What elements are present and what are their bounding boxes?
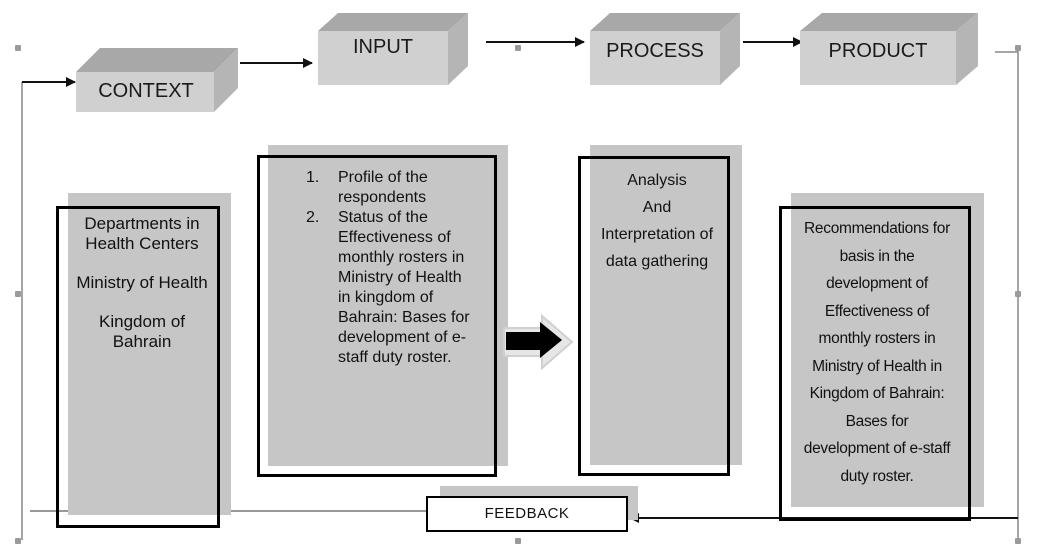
context-line-5: Bahrain xyxy=(112,332,172,351)
process-text: Analysis And Interpretation of data gath… xyxy=(582,167,732,275)
process-panel-shadow xyxy=(590,145,742,465)
hollow-arrow-icon xyxy=(503,313,574,371)
handle-bottom-right xyxy=(1015,538,1021,544)
product-line-7: Kingdom of Bahrain: xyxy=(809,385,945,402)
input-item-2-line-7: development of e- xyxy=(338,329,467,346)
product-line-10: duty roster. xyxy=(840,467,914,485)
input-item-2-line-3: monthly rosters in xyxy=(338,249,465,266)
process-line-3: Interpretation of xyxy=(600,226,714,243)
context-line-4: Kingdom of xyxy=(99,312,185,331)
input-list: 1. Profile of the respondents 2. Status … xyxy=(306,168,496,368)
handle-mid-left xyxy=(15,291,21,297)
input-panel-frame xyxy=(257,155,497,477)
input-item-2-line-4: Ministry of Health xyxy=(338,269,462,286)
handle-top-right xyxy=(1015,45,1021,51)
handle-bottom-left xyxy=(15,538,21,544)
input-item-2-line-1: Status of the xyxy=(338,209,428,226)
input-label: INPUT xyxy=(353,36,413,58)
process-line-2: And xyxy=(642,199,672,216)
process-line-1: Analysis xyxy=(627,172,687,189)
process-panel-frame xyxy=(578,156,730,476)
product-text: Recommendations for basis in the develop… xyxy=(783,215,971,490)
feedback-box: FEEDBACK xyxy=(426,496,628,532)
product-line-2: basis in the xyxy=(839,247,915,265)
handle-mid-right xyxy=(1015,291,1021,297)
context-block xyxy=(76,48,238,112)
input-item-2-line-8: staff duty roster. xyxy=(338,349,452,366)
product-block xyxy=(800,13,978,85)
process-block xyxy=(590,13,740,85)
context-line-2: Health Centers xyxy=(85,234,199,253)
product-line-6: Ministry of Health in xyxy=(812,357,942,375)
product-panel-shadow xyxy=(791,193,984,507)
input-item-2-number: 2. xyxy=(306,209,320,226)
input-item-1-line-1: Profile of the xyxy=(338,169,428,186)
input-item-2-line-5: in kingdom of xyxy=(338,289,434,306)
input-item-1: 1. Profile of the respondents xyxy=(306,168,496,208)
input-item-2-line-6: Bahrain: Bases for xyxy=(338,309,470,326)
product-label: PRODUCT xyxy=(828,40,928,62)
input-item-2: 2. Status of the Effectiveness of monthl… xyxy=(306,208,496,368)
input-panel-shadow xyxy=(268,145,508,466)
context-line-1: Departments in xyxy=(84,214,200,233)
context-panel-frame xyxy=(56,206,220,528)
input-item-1-line-2: respondents xyxy=(338,189,427,206)
product-line-4: Effectiveness of xyxy=(824,302,930,320)
context-panel-shadow xyxy=(68,193,231,515)
input-item-1-number: 1. xyxy=(306,169,320,186)
product-line-1: Recommendations for xyxy=(804,220,950,237)
handle-top-left xyxy=(15,45,21,51)
context-label: CONTEXT xyxy=(98,80,194,102)
process-label: PROCESS xyxy=(606,40,704,62)
feedback-label: FEEDBACK xyxy=(484,505,570,522)
context-line-3: Ministry of Health xyxy=(76,273,208,292)
handle-bottom-mid xyxy=(515,538,521,544)
process-line-4: data gathering xyxy=(605,253,709,270)
product-line-3: development of xyxy=(826,275,928,292)
product-line-5: monthly rosters in xyxy=(818,330,936,347)
context-text: Departments in Health Centers Ministry o… xyxy=(60,214,224,352)
product-panel-frame xyxy=(779,206,971,521)
product-line-9: development of e-staff xyxy=(803,440,951,457)
product-line-8: Bases for xyxy=(845,412,909,430)
input-block xyxy=(318,13,468,85)
input-item-2-line-2: Effectiveness of xyxy=(338,229,451,246)
handle-top-mid xyxy=(515,45,521,51)
